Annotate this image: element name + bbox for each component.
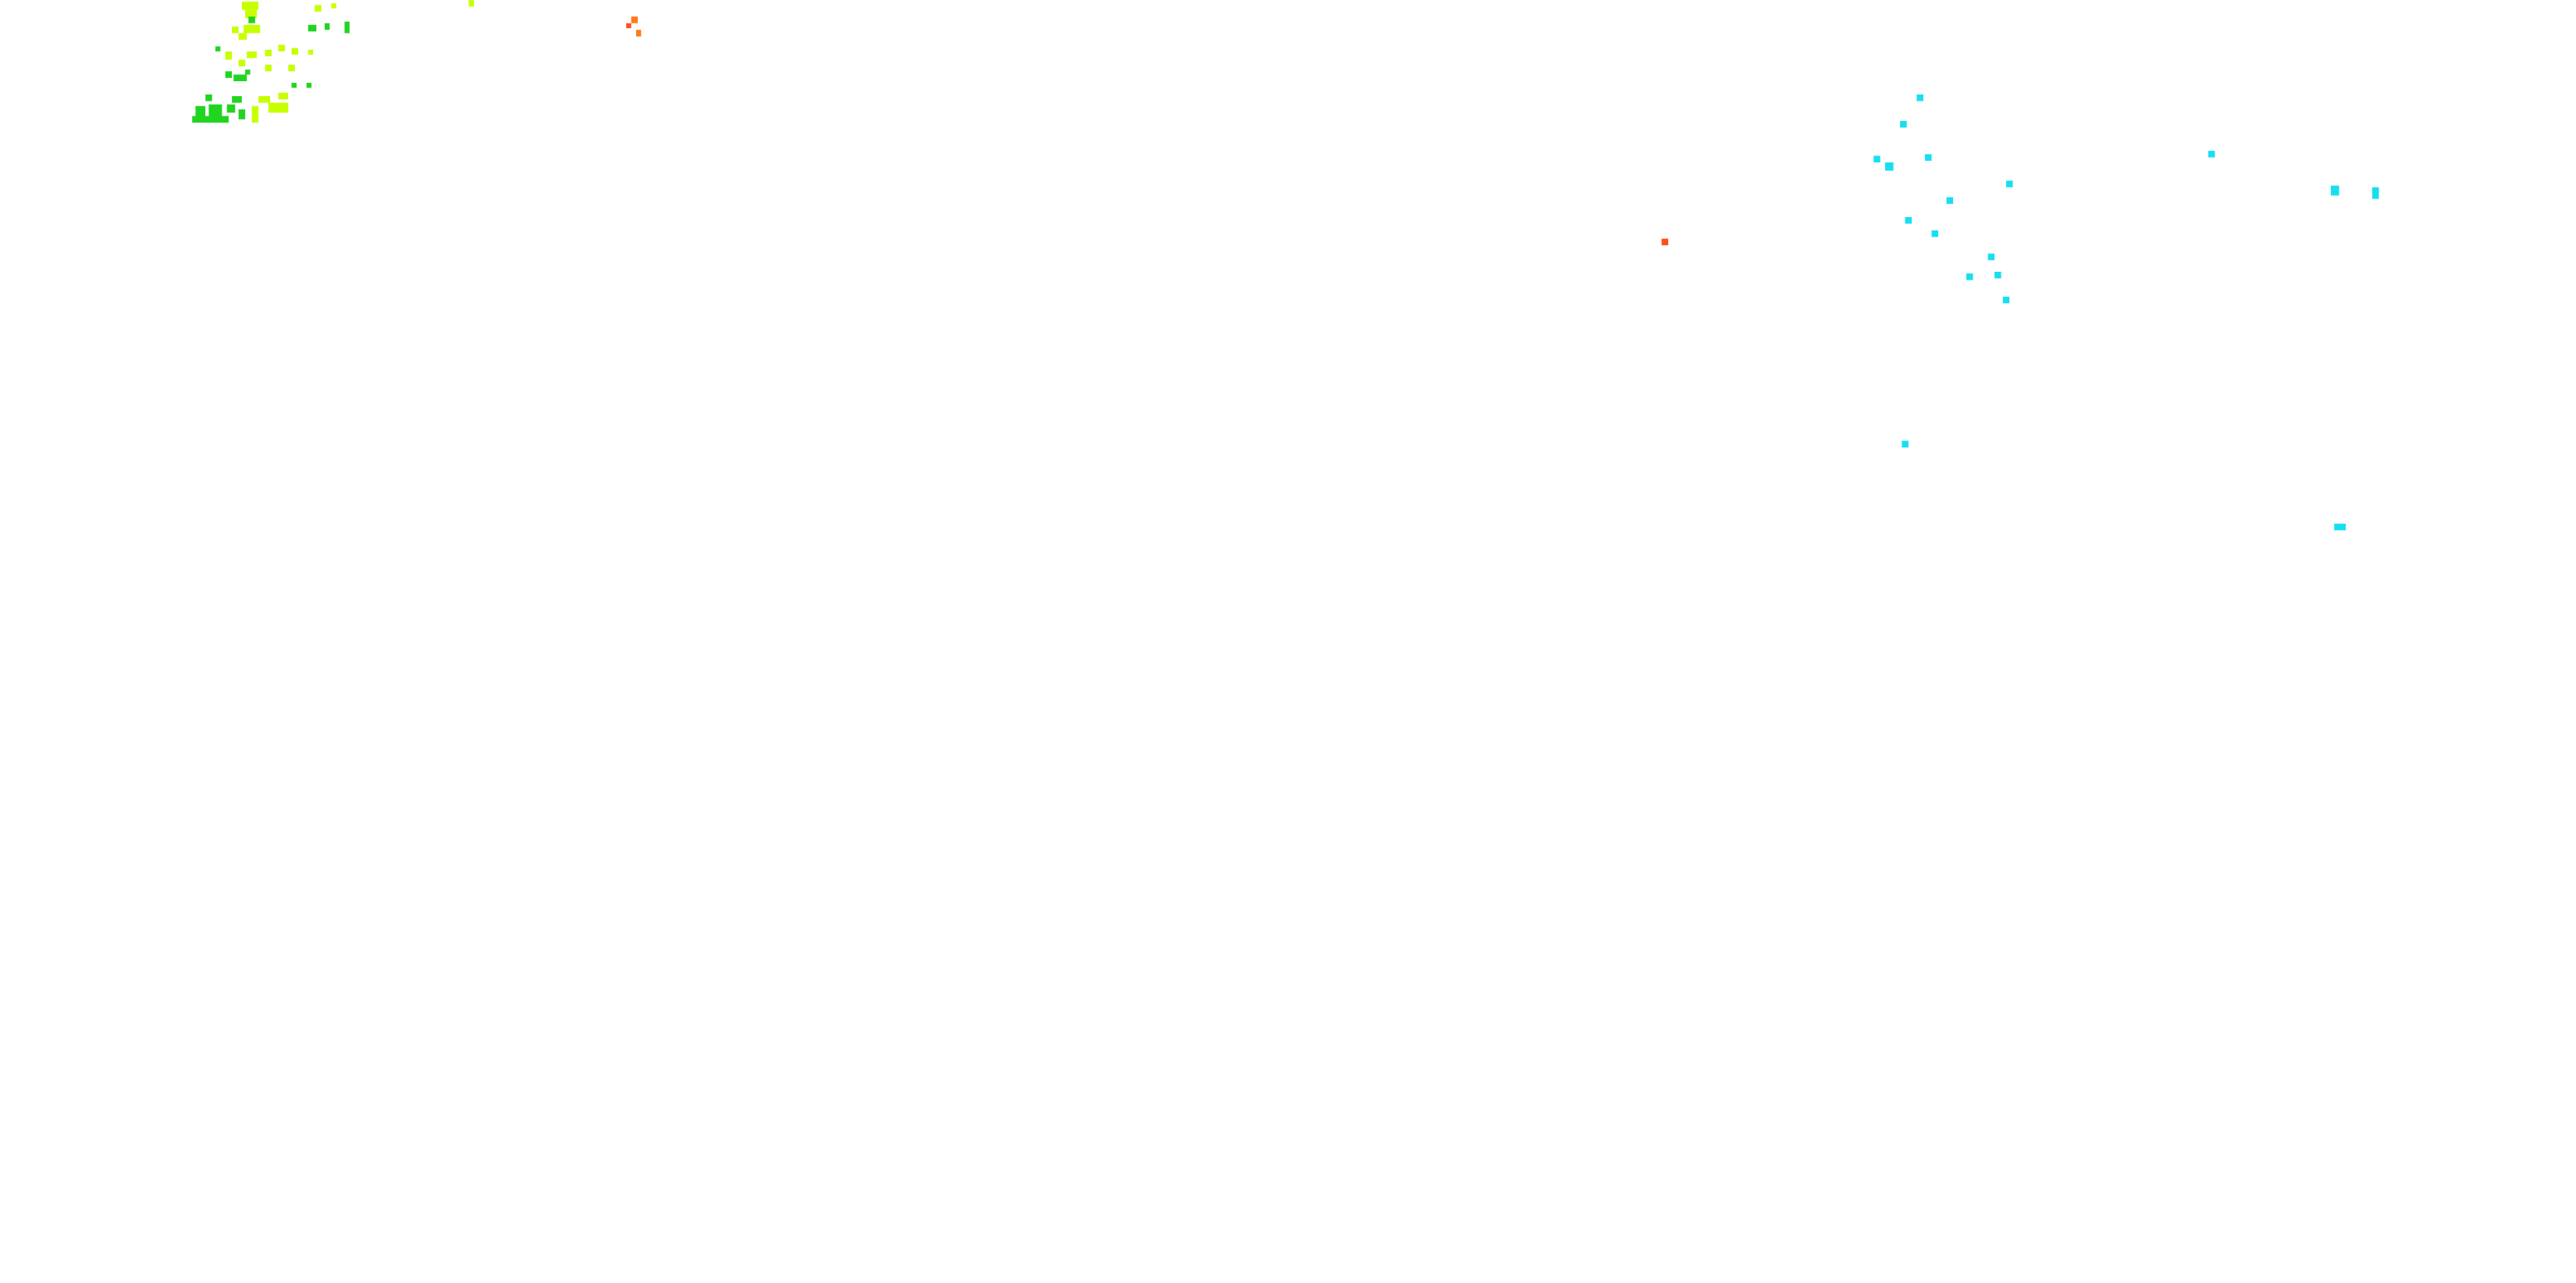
pixel-mark-lime (241, 2, 258, 10)
pixel-mark-green (306, 83, 311, 88)
pixel-mark-green (215, 46, 221, 52)
pixel-mark-lime (468, 0, 474, 7)
pixel-mark-lime (291, 48, 298, 55)
pixel-mark-cyan (1966, 273, 1973, 280)
pixel-mark-cyan (2372, 187, 2379, 199)
pixel-mark-cyan (1905, 217, 1912, 224)
pixel-mark-green (226, 104, 236, 113)
pixel-mark-lime (258, 96, 270, 103)
pixel-mark-green (208, 104, 222, 118)
pixel-mark-lime (244, 24, 261, 34)
pixel-mark-cyan (1873, 155, 1880, 162)
pixel-mark-lime (265, 64, 272, 72)
pixel-mark-cyan (1900, 120, 1907, 128)
pixel-mark-lime (265, 49, 272, 57)
pixel-mark-lime (238, 33, 247, 40)
pixel-mark-lime (225, 51, 233, 60)
pixel-mark-lime (238, 59, 246, 66)
pixel-mark-green (238, 109, 246, 119)
pixel-mark-lime (251, 105, 259, 113)
pixel-mark-green (291, 83, 297, 88)
pixel-mark-green (308, 24, 317, 32)
pixel-mark-lime (308, 49, 314, 55)
pixel-mark-lime (288, 64, 295, 72)
pixel-mark-lime (232, 27, 239, 34)
pixel-mark-orange (635, 30, 642, 37)
pixel-mark-lime (315, 5, 322, 12)
pixel-mark-cyan (1946, 197, 1954, 204)
pixel-mark-cyan (2330, 185, 2339, 196)
pixel-mark-lime (278, 92, 289, 100)
pixel-mark-green (248, 16, 255, 23)
pixel-mark-cyan (1916, 94, 1923, 102)
pixel-mark-green (324, 23, 330, 30)
pixel-mark-lime (247, 51, 257, 59)
pixel-mark-lime (331, 3, 336, 9)
pixel-mark-green (225, 71, 233, 78)
pixel-mark-red-orange (626, 23, 632, 29)
pixel-mark-green (233, 74, 247, 81)
pixel-mark-cyan (2334, 523, 2347, 531)
pixel-mark-red-orange (1661, 238, 1669, 246)
pixel-mark-cyan (1987, 253, 1995, 261)
pixel-mark-green (205, 94, 212, 102)
pixel-mark-lime (251, 112, 259, 123)
pixel-mark-lime (278, 45, 285, 52)
pixel-marks-group (192, 0, 2379, 531)
pixel-mark-orange (631, 16, 639, 23)
pixel-mark-green (344, 21, 350, 34)
pixel-mark-green (195, 105, 206, 118)
pixel-mark-cyan (2002, 296, 2010, 304)
pixel-mark-cyan (1925, 154, 1932, 161)
pixel-mark-cyan (1885, 162, 1894, 171)
pixel-mark-lime (268, 102, 289, 113)
pixel-mark-cyan (1931, 230, 1938, 237)
pixel-mark-cyan (2006, 180, 2013, 187)
pixel-mark-green (192, 116, 229, 123)
pixel-mark-green (232, 96, 242, 103)
pixel-mark-green (245, 69, 251, 75)
pixel-mark-cyan (1902, 440, 1909, 447)
pixel-mark-cyan (1994, 272, 2001, 279)
pixel-mark-lime (245, 9, 257, 19)
pixel-mark-cyan (2208, 151, 2215, 158)
